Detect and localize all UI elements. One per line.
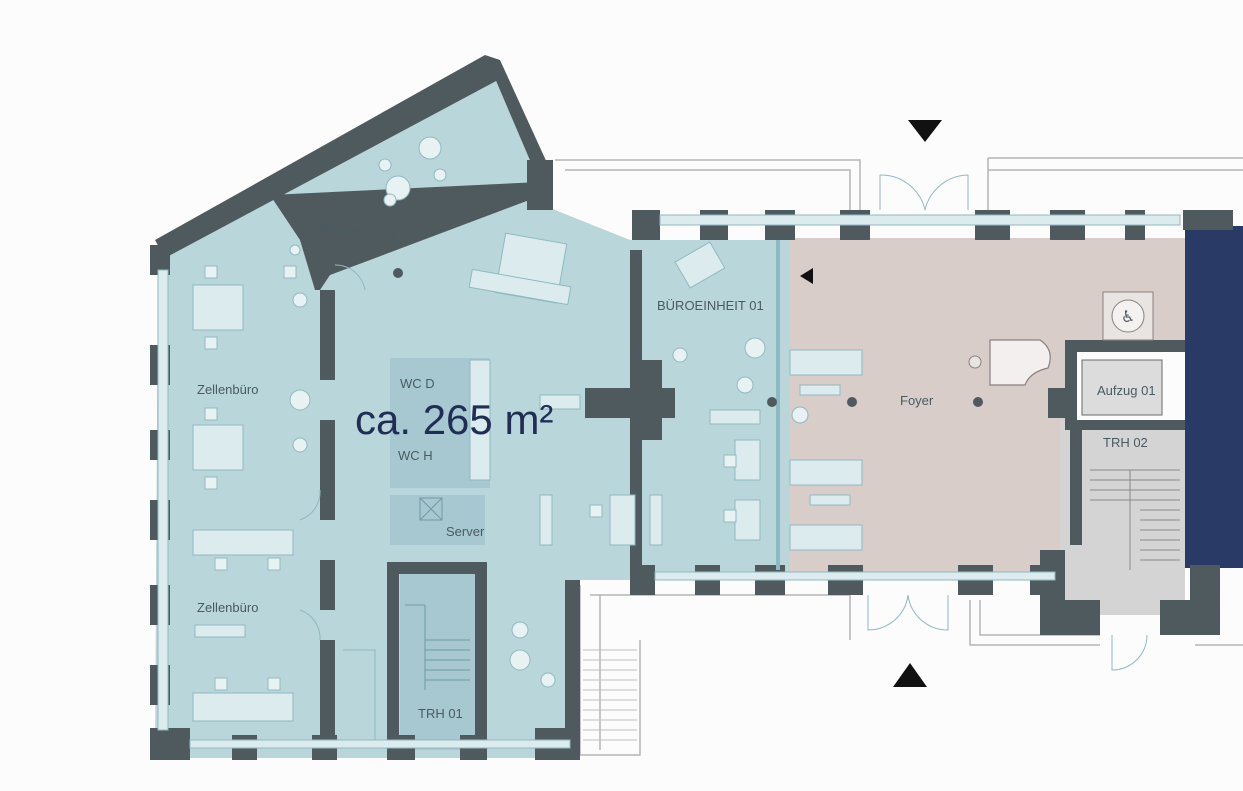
column-dot — [847, 397, 857, 407]
room-label-bueroeinheit: BÜROEINHEIT 01 — [657, 298, 764, 313]
room-label-wc-d: WC D — [400, 376, 435, 391]
furniture — [192, 232, 863, 722]
room-label-wc-h: WC H — [398, 448, 433, 463]
adjacent-unit — [1185, 226, 1243, 568]
entrance-top-icon — [908, 120, 942, 142]
svg-text:♿: ♿ — [1121, 307, 1135, 326]
room-label-besprechung: Besprechung — [320, 220, 397, 240]
column-dot — [393, 268, 403, 278]
glazing — [157, 214, 1181, 749]
room-label-zellenbuero-2: Zellenbüro — [197, 600, 258, 615]
room-label-zellenbuero-1: Zellenbüro — [197, 382, 258, 397]
room-label-aufzug: Aufzug 01 — [1097, 383, 1156, 398]
wheelchair-icon: ♿ — [1102, 291, 1154, 341]
trh01-stair — [405, 604, 470, 690]
chairs — [204, 136, 809, 691]
room-label-foyer: Foyer — [900, 393, 934, 408]
column-dot — [767, 397, 777, 407]
trh02-stair — [1090, 469, 1180, 570]
server-cross — [419, 497, 443, 521]
foyer-area — [790, 238, 1185, 580]
outside-stair — [583, 649, 637, 741]
column-dot — [968, 355, 982, 369]
area-label: ca. 265 m² — [355, 396, 553, 443]
elevator-shaft — [1081, 359, 1163, 416]
room-label-trh-01: TRH 01 — [418, 706, 463, 721]
room-label-server: Server — [446, 524, 485, 539]
entrance-side-icon — [800, 268, 813, 284]
column-dot — [973, 397, 983, 407]
piano-icon — [989, 339, 1051, 386]
entrance-bottom-icon — [893, 663, 927, 687]
trh01-area — [400, 572, 475, 750]
room-label-trh-02: TRH 02 — [1103, 435, 1148, 450]
doors — [299, 174, 1148, 740]
